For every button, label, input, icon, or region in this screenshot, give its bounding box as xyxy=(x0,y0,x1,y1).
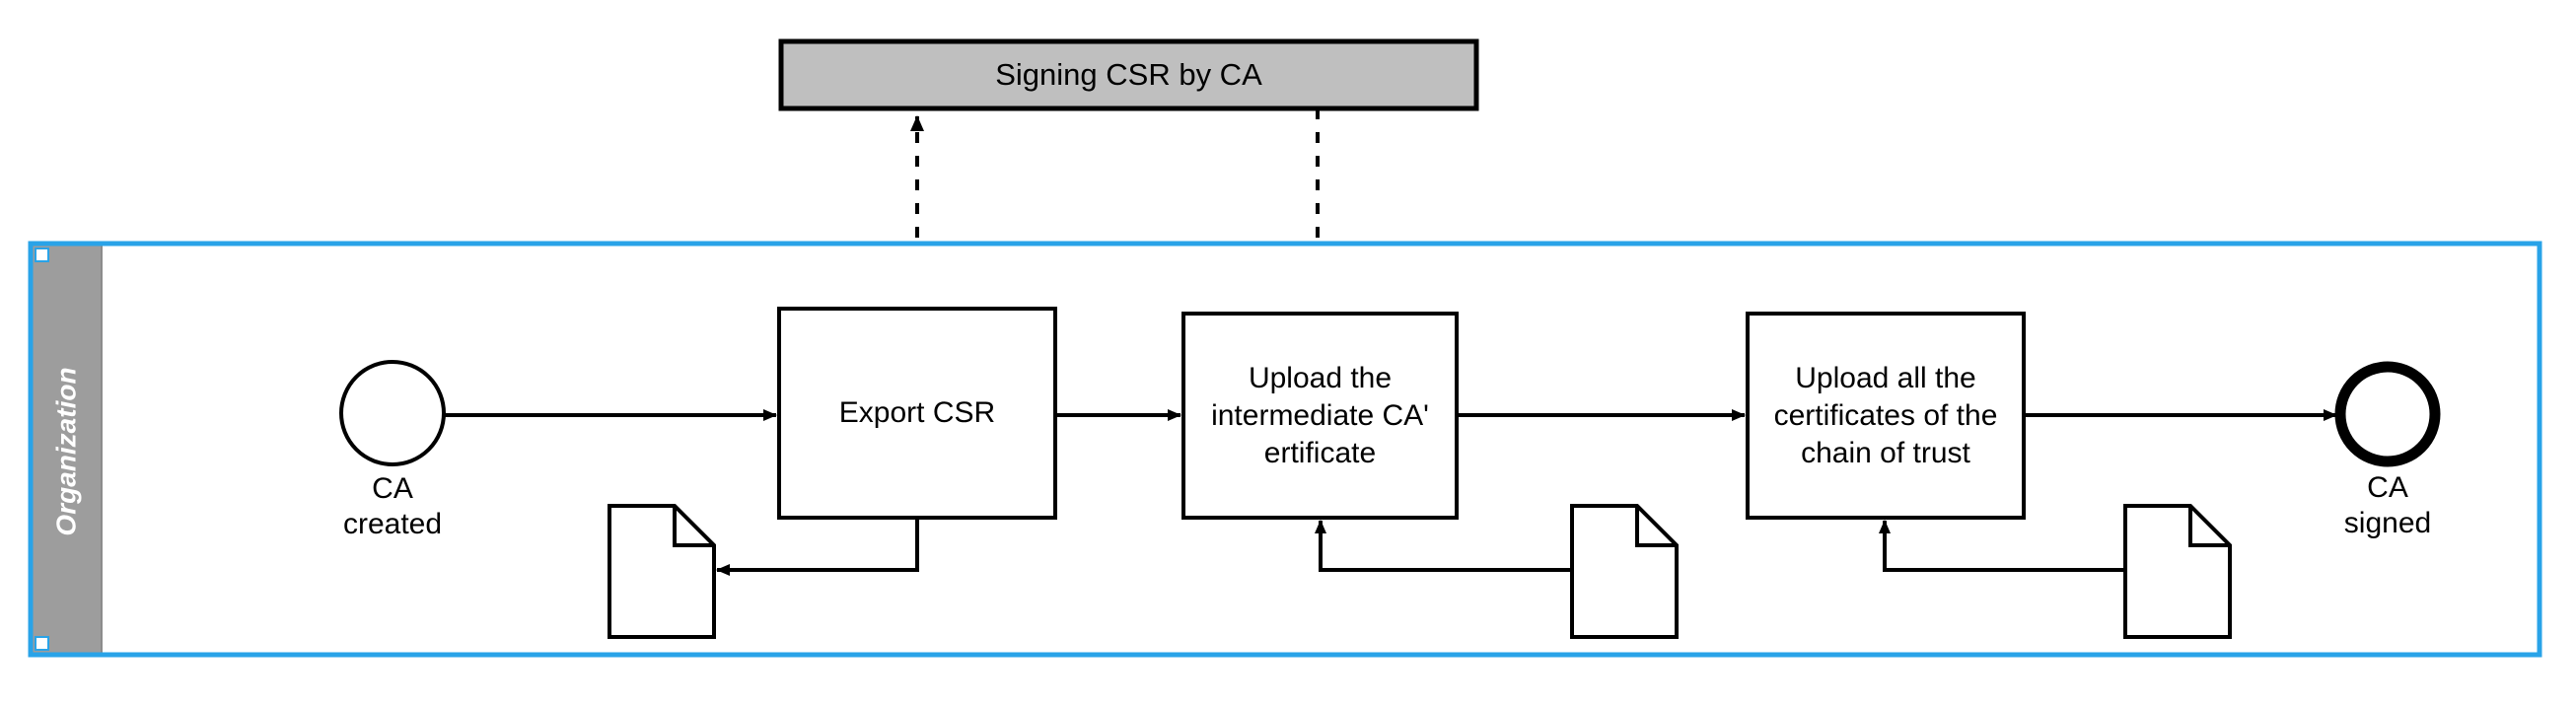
data-object-2-fold xyxy=(1635,506,1677,547)
data-object-1[interactable] xyxy=(608,504,716,639)
blackbox-pool[interactable] xyxy=(778,38,1479,111)
pool-selection-outline[interactable] xyxy=(28,241,2542,658)
task-upload-intermediate[interactable] xyxy=(1181,312,1459,520)
data-association-layer xyxy=(716,518,2125,576)
task-upload-chain[interactable] xyxy=(1746,312,2026,520)
assoc-export-to-doc1[interactable] xyxy=(716,518,919,576)
organization-lane-label: Organization xyxy=(50,367,82,536)
task-shapes xyxy=(777,307,2026,520)
data-object-3[interactable] xyxy=(2123,504,2232,639)
data-object-1-body[interactable] xyxy=(608,504,716,639)
task-export-csr[interactable] xyxy=(777,307,1057,520)
end-event[interactable] xyxy=(2334,361,2441,467)
blackbox-pool-label: Signing CSR by CA xyxy=(995,57,1262,92)
data-object-shapes xyxy=(608,504,2232,639)
data-object-2-body[interactable] xyxy=(1570,504,1679,639)
data-object-3-fold xyxy=(2188,506,2230,547)
blackbox-pool-rect[interactable] xyxy=(778,38,1479,111)
data-object-1-fold xyxy=(673,506,714,547)
assoc-doc3-to-upload-chain[interactable] xyxy=(1879,520,2125,572)
start-event[interactable] xyxy=(339,360,446,466)
pool-resize-handle-bottom-left[interactable] xyxy=(35,636,49,651)
event-shapes xyxy=(339,360,2441,467)
data-object-2[interactable] xyxy=(1570,504,1679,639)
data-object-3-body[interactable] xyxy=(2123,504,2232,639)
assoc-doc2-to-upload-intermediate[interactable] xyxy=(1315,520,1572,572)
pool-resize-handle-top-left[interactable] xyxy=(35,247,49,262)
